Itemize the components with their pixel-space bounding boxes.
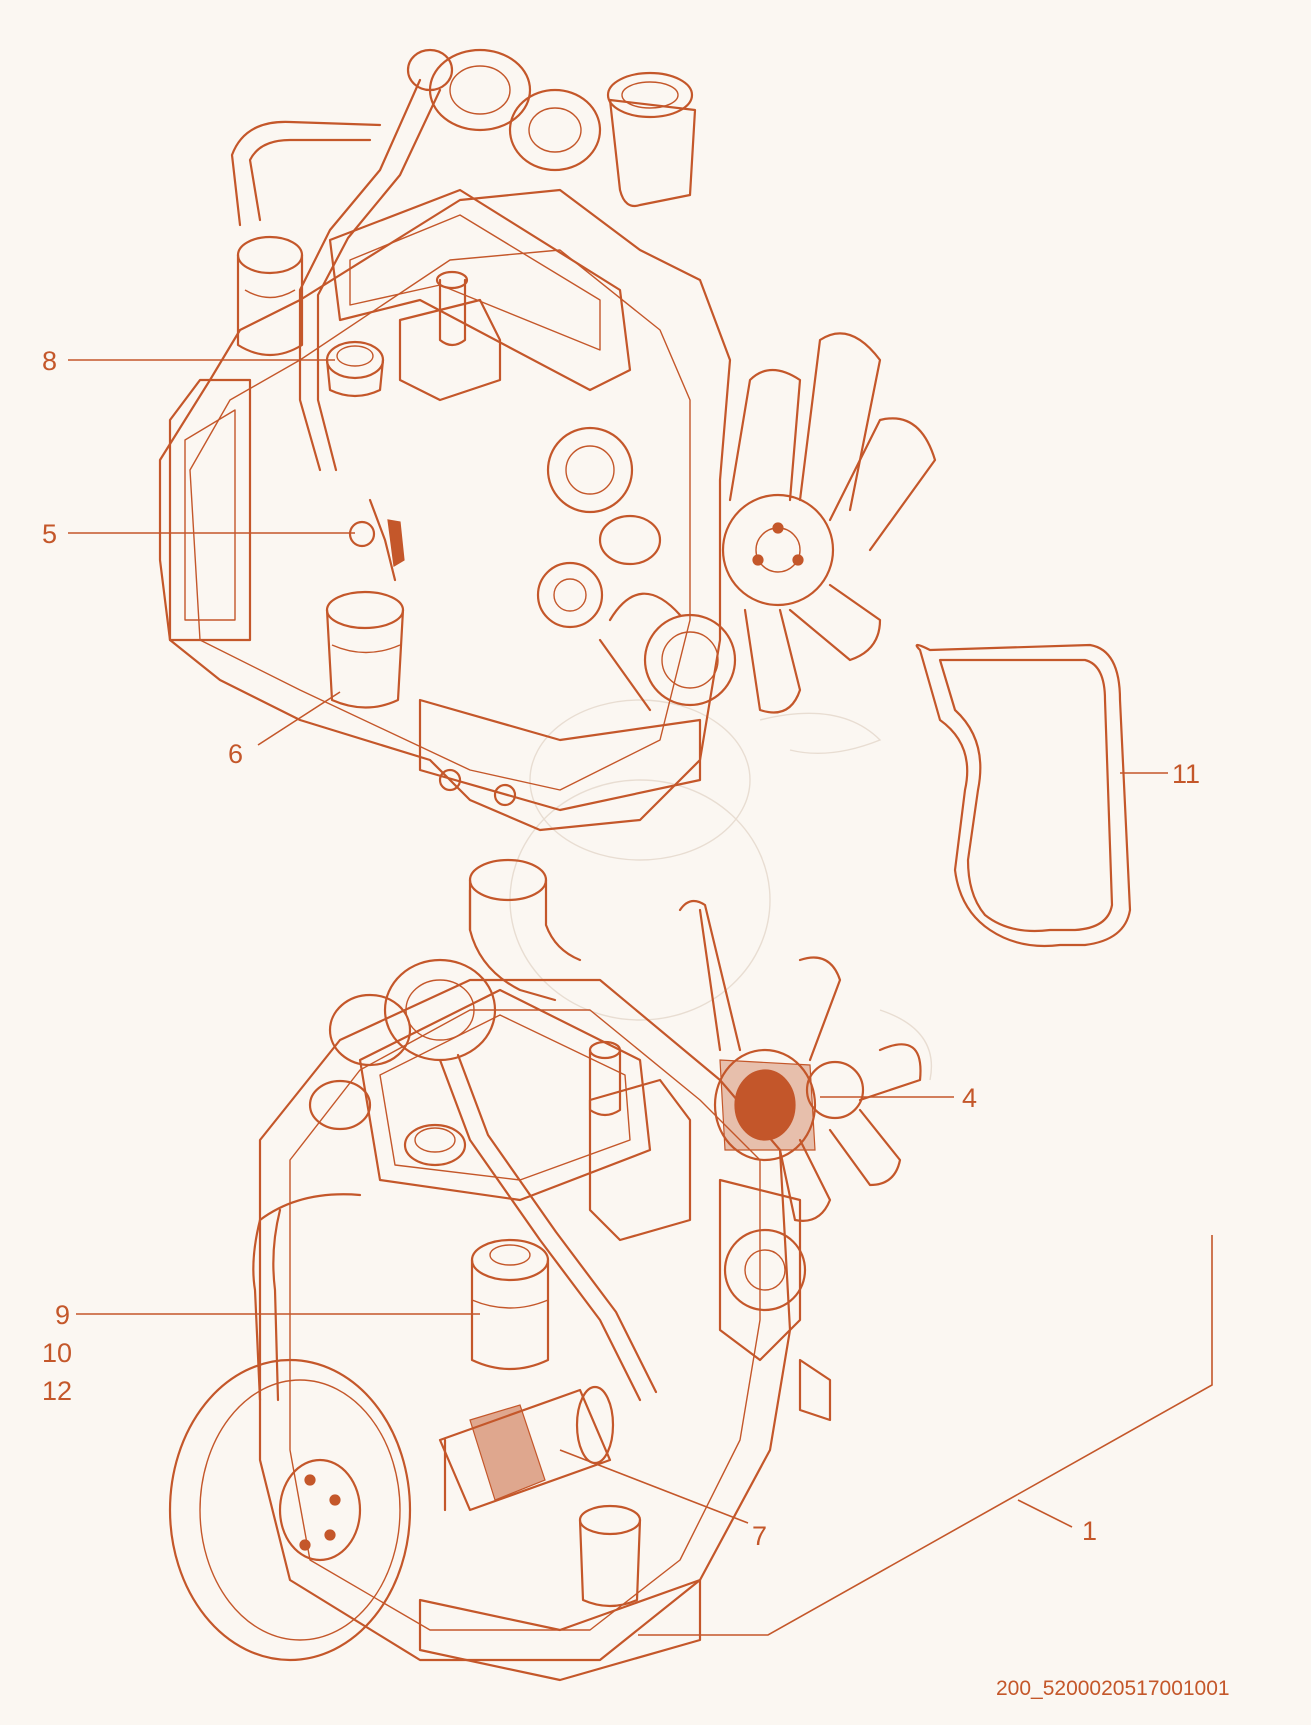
callout-10: 10 — [42, 1338, 72, 1368]
callout-6: 6 — [228, 739, 243, 769]
callout-11: 11 — [1172, 759, 1200, 789]
callout-7: 7 — [752, 1521, 767, 1551]
callout-5: 5 — [42, 519, 57, 549]
lower-engine-drawing — [168, 858, 922, 1682]
callout-12: 12 — [42, 1376, 72, 1406]
callout-labels: 8 5 6 11 4 9 10 12 7 1 — [42, 346, 1200, 1551]
watermark-mascot — [509, 699, 933, 1081]
callout-9: 9 — [55, 1300, 70, 1330]
callout-4: 4 — [962, 1083, 977, 1113]
upper-engine-drawing — [158, 48, 937, 832]
drawing-code: 200_5200020517001001 — [996, 1677, 1230, 1700]
callout-8: 8 — [42, 346, 57, 376]
callout-1: 1 — [1082, 1516, 1097, 1546]
leader-lines — [68, 359, 1213, 1636]
drive-belt — [915, 643, 1132, 948]
